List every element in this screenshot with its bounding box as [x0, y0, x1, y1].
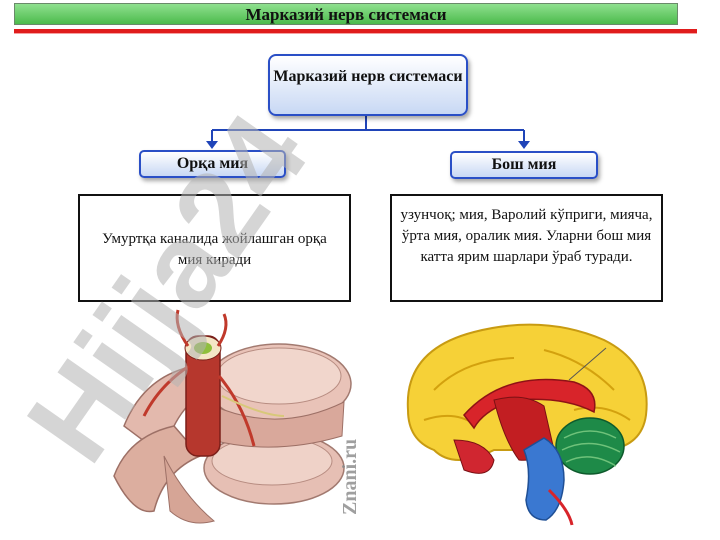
- arrow-right-icon: [518, 141, 530, 149]
- spine-illustration: [113, 309, 352, 524]
- brain-node: Бош мия: [450, 151, 598, 179]
- title-divider: [14, 29, 697, 33]
- title-divider-shadow: [14, 33, 697, 34]
- diagram-root-node: Марказий нерв системаси: [268, 54, 468, 116]
- spinal-cord-node: Орқа мия: [139, 150, 286, 178]
- brain-description: узунчоқ; мия, Варолий кўприги, мияча, ўр…: [390, 194, 663, 302]
- spinal-cord-description: Умуртқа каналида жойлашган орқа мия кира…: [78, 194, 351, 302]
- arrow-left-icon: [206, 141, 218, 149]
- brain-illustration: [406, 323, 648, 526]
- page-title: Марказий нерв системаси: [14, 3, 678, 25]
